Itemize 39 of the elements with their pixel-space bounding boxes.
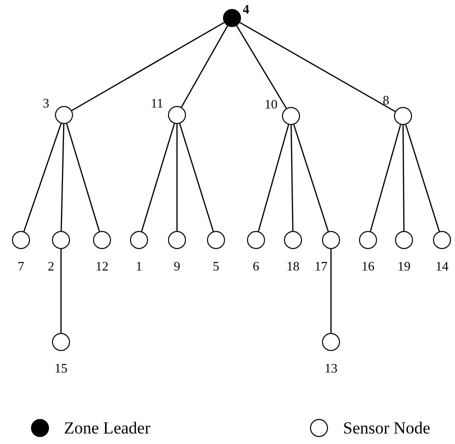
node-number: 3 xyxy=(42,96,50,110)
legend-label: Zone Leader xyxy=(64,420,150,436)
connector-line xyxy=(330,249,332,333)
connector-line xyxy=(240,22,396,112)
connector-line xyxy=(72,22,224,112)
connector-line xyxy=(60,249,62,333)
connector-line xyxy=(258,124,290,232)
connector-line xyxy=(60,124,64,232)
connector-line xyxy=(290,124,294,232)
connector-line xyxy=(293,124,329,232)
node-number: 14 xyxy=(436,260,448,272)
connector-line xyxy=(176,124,178,231)
connector-line xyxy=(66,123,100,232)
connector-line xyxy=(141,123,175,232)
connector-line xyxy=(179,123,214,232)
node-number: 16 xyxy=(362,260,374,272)
node-number: 6 xyxy=(252,260,260,272)
node-number: 15 xyxy=(54,362,68,374)
connector-line xyxy=(23,123,62,232)
node-number: 2 xyxy=(48,260,54,272)
node-number: 9 xyxy=(174,260,180,272)
node-number: 8 xyxy=(382,94,390,106)
connector-line xyxy=(402,125,405,231)
node-number: 1 xyxy=(136,260,142,272)
node-number: 5 xyxy=(212,260,220,272)
connector-line xyxy=(180,26,228,108)
connector-line xyxy=(236,25,287,109)
node-number: 10 xyxy=(264,98,278,110)
node-number: 19 xyxy=(398,260,410,272)
node-number: 13 xyxy=(324,362,338,374)
node-number: 12 xyxy=(96,260,108,272)
node-number: 4 xyxy=(242,2,250,16)
connector-line xyxy=(405,124,440,232)
node-number: 11 xyxy=(150,96,164,110)
node-number: 7 xyxy=(18,260,24,272)
node-number: 18 xyxy=(286,260,300,272)
node-number: 17 xyxy=(314,260,328,272)
connector-line xyxy=(370,124,402,232)
legend-label: Sensor Node xyxy=(343,420,430,436)
